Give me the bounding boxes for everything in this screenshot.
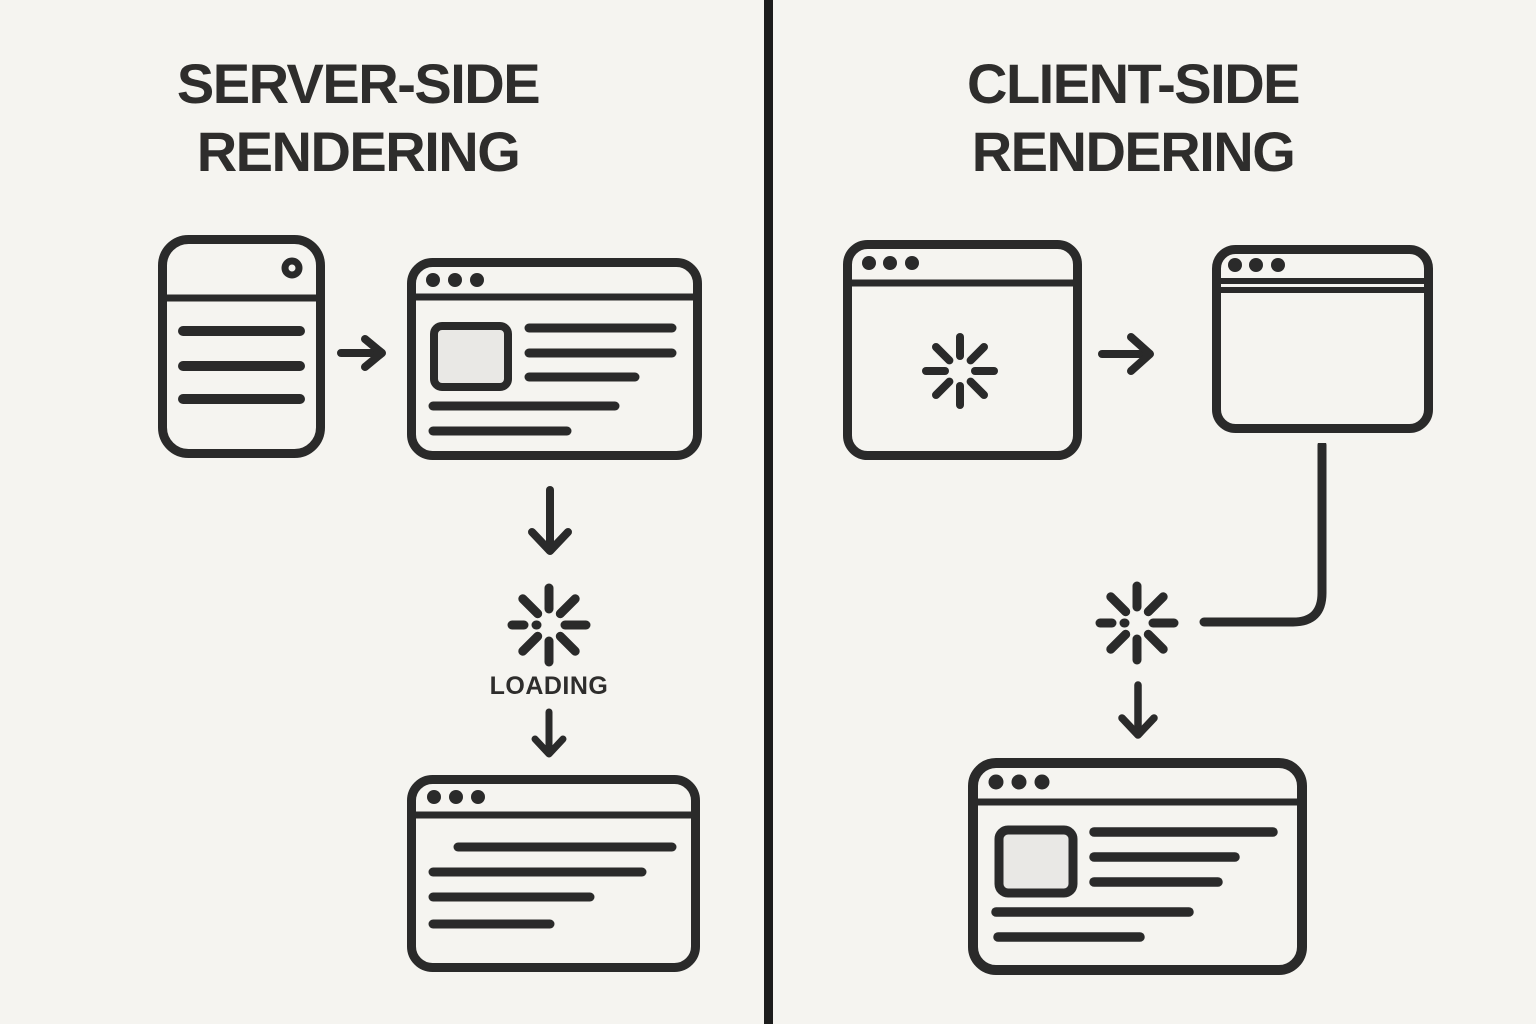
server-led-icon xyxy=(281,257,303,279)
window-control-dots xyxy=(427,790,485,804)
arrow-down-icon xyxy=(1115,681,1161,745)
server-slots xyxy=(178,326,305,404)
arrow-right-icon xyxy=(1098,330,1164,378)
image-placeholder xyxy=(994,825,1078,898)
loading-spinner-icon xyxy=(507,583,591,667)
browser-window-loading-spinner-icon xyxy=(843,240,1082,460)
server-icon xyxy=(158,235,325,458)
ssr-title: SERVER-SIDE RENDERING xyxy=(176,52,541,183)
panel-divider xyxy=(764,0,773,1024)
window-control-dots xyxy=(862,256,919,270)
elbow-connector-line xyxy=(1199,443,1330,628)
arrow-down-icon xyxy=(524,486,576,562)
loading-label: LOADING xyxy=(489,672,609,700)
loading-spinner-icon xyxy=(1095,581,1179,665)
arrow-down-small-icon xyxy=(529,708,569,762)
browser-window-with-text-icon xyxy=(407,775,700,972)
csr-title: CLIENT-SIDE RENDERING xyxy=(967,52,1300,183)
text-lines xyxy=(991,827,1278,942)
browser-window-empty-icon xyxy=(1212,245,1433,433)
text-lines xyxy=(428,323,677,436)
text-lines xyxy=(428,842,677,929)
window-control-dots xyxy=(988,774,1050,790)
window-control-dots xyxy=(426,273,484,287)
image-placeholder xyxy=(430,322,512,391)
arrow-right-icon xyxy=(337,331,395,375)
window-control-dots xyxy=(1228,258,1285,272)
loading-spinner-icon xyxy=(922,333,998,409)
browser-window-with-content-icon xyxy=(968,758,1307,975)
browser-window-with-content-icon xyxy=(407,258,702,460)
